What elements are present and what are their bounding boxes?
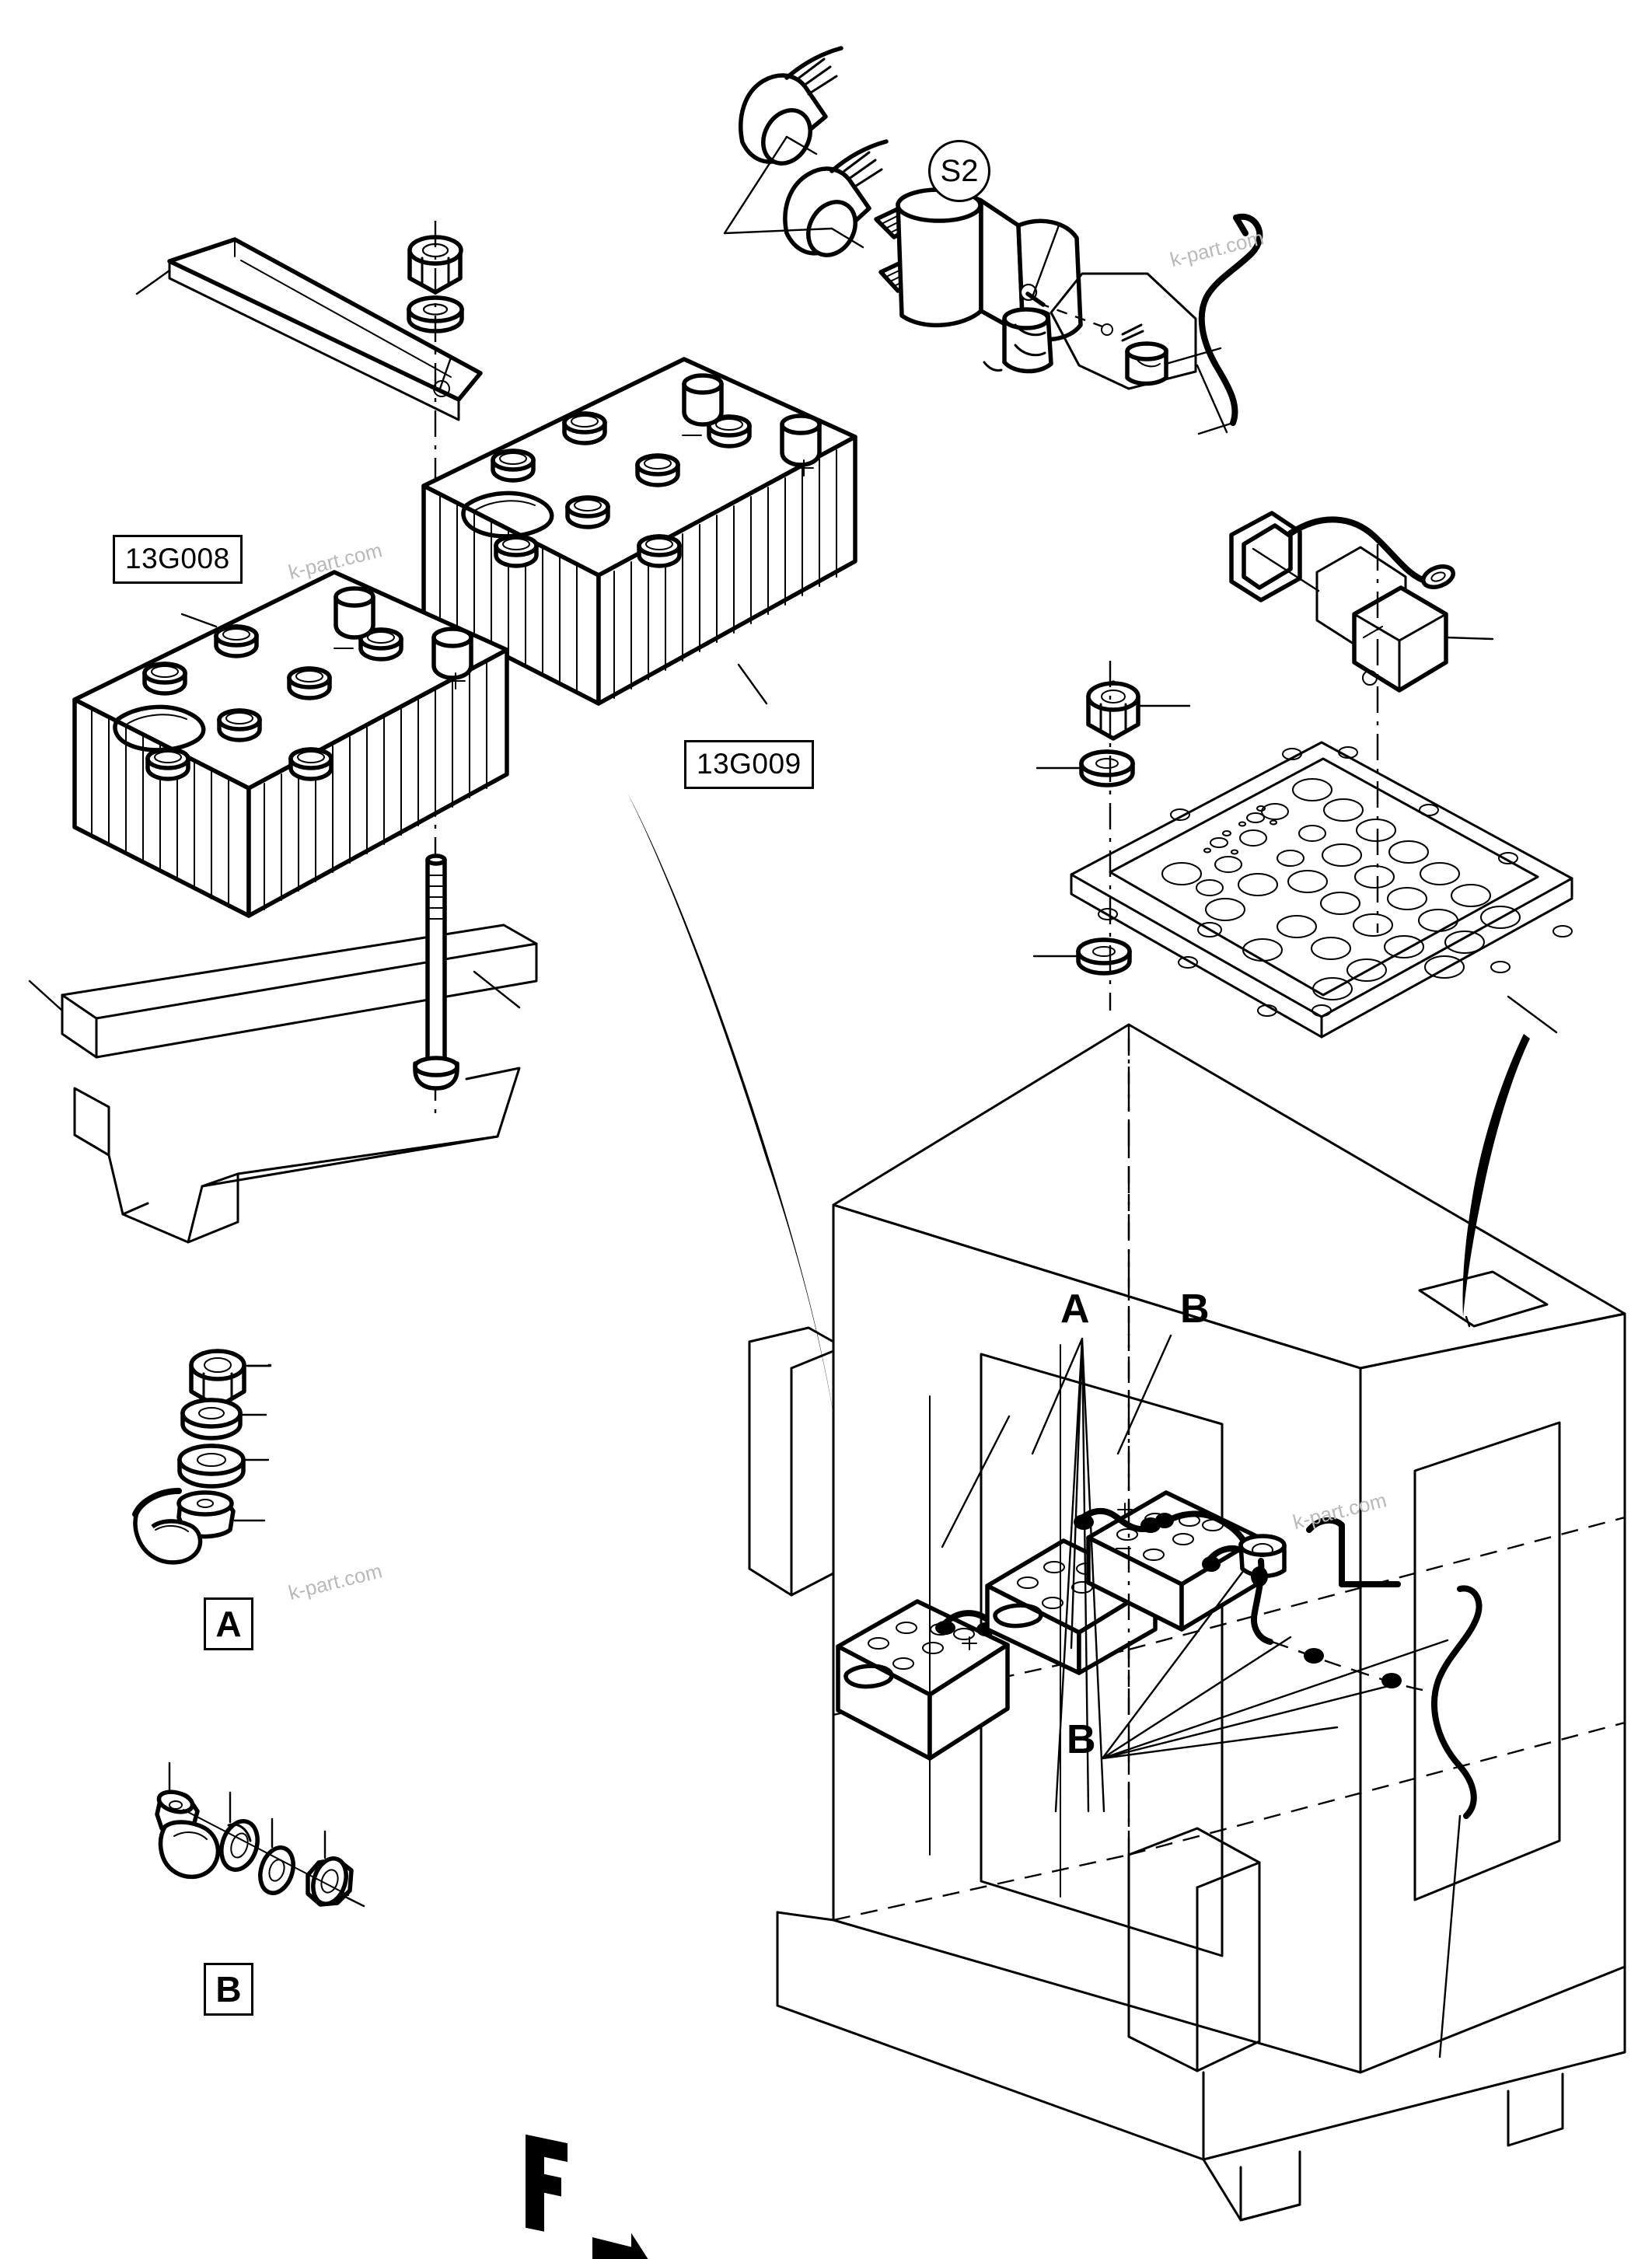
reference-label-13g009: 13G009: [684, 740, 814, 789]
reference-label-13g008: 13G008: [113, 535, 243, 584]
detail-a-flat-washer: [177, 1444, 270, 1489]
relay-fuse-holder: [1229, 511, 1494, 693]
battery-ribs-13g008: [264, 662, 487, 910]
floor-pan-outline: [73, 1067, 521, 1244]
battery-caps-13g008: [142, 624, 403, 781]
callout-lines-a: [941, 1337, 1105, 1813]
cover-plate-nut: [1086, 680, 1191, 741]
cover-plate-washer-bottom: [1032, 937, 1132, 976]
detail-b-nut: [306, 1830, 365, 1908]
perforated-cover-plate: [1070, 741, 1573, 1039]
solenoid-switch-assembly: [723, 46, 1263, 435]
battery-tray: [28, 924, 538, 1059]
detail-b-parts: [155, 1761, 365, 1908]
plate-mounting-holes: [1098, 746, 1573, 1017]
battery-13g009: [421, 357, 857, 706]
callout-a-top: A: [1060, 1287, 1090, 1332]
vent-holes: [1161, 778, 1521, 1000]
cabinet-cable-hook: [1431, 1585, 1483, 1819]
installed-battery-front: [836, 1599, 1022, 1761]
cover-plate-washer-top: [1036, 749, 1135, 787]
detail-a-terminal-clamp: [132, 1488, 266, 1565]
battery-polarity-13g009: [682, 435, 814, 477]
component-tag-s2: S2: [928, 140, 990, 202]
cabinet: [748, 1023, 1626, 2222]
detail-b-terminal-clamp: [155, 1761, 220, 1880]
detail-b-lock-washer: [258, 1817, 295, 1895]
battery-hold-down-bar: [135, 235, 483, 421]
detail-a-parts: [132, 1349, 272, 1565]
battery-interconnect-cables: [1074, 1507, 1423, 1692]
battery-polarity-13g008: [334, 648, 466, 690]
solenoid-body: [874, 187, 1083, 374]
cover-plate-fasteners: [1032, 680, 1191, 976]
cable-boot-upper: [739, 46, 843, 166]
cable-boot-lower: [783, 139, 889, 257]
battery-posts-13g008: [334, 586, 473, 680]
detail-b-flat-washer: [219, 1791, 260, 1872]
small-hole-cluster: [1203, 805, 1277, 855]
callout-lines-b: [1101, 1334, 1449, 1760]
cabinet-hidden-edges: [833, 1025, 1626, 1922]
hold-down-hook: [1197, 213, 1263, 435]
direction-marker-f: [526, 2134, 692, 2259]
detail-label-a: A: [204, 1597, 253, 1650]
battery-ribs-13g009: [613, 449, 837, 699]
detail-a-lock-washer: [180, 1398, 267, 1440]
callout-b-bottom: B: [1067, 1717, 1096, 1762]
solenoid-mount-bracket: [1038, 272, 1228, 434]
detail-a-nut: [189, 1349, 272, 1409]
explode-pointers: [627, 791, 1530, 2058]
battery-13g008: [72, 570, 509, 918]
callout-b-top: B: [1180, 1287, 1210, 1332]
battery-posts-13g009: [682, 373, 822, 467]
cabinet-hook: [1306, 1517, 1401, 1587]
hold-down-rod: [413, 854, 459, 1091]
battery-caps-13g009: [491, 411, 752, 568]
detail-label-b: B: [204, 1963, 253, 2016]
